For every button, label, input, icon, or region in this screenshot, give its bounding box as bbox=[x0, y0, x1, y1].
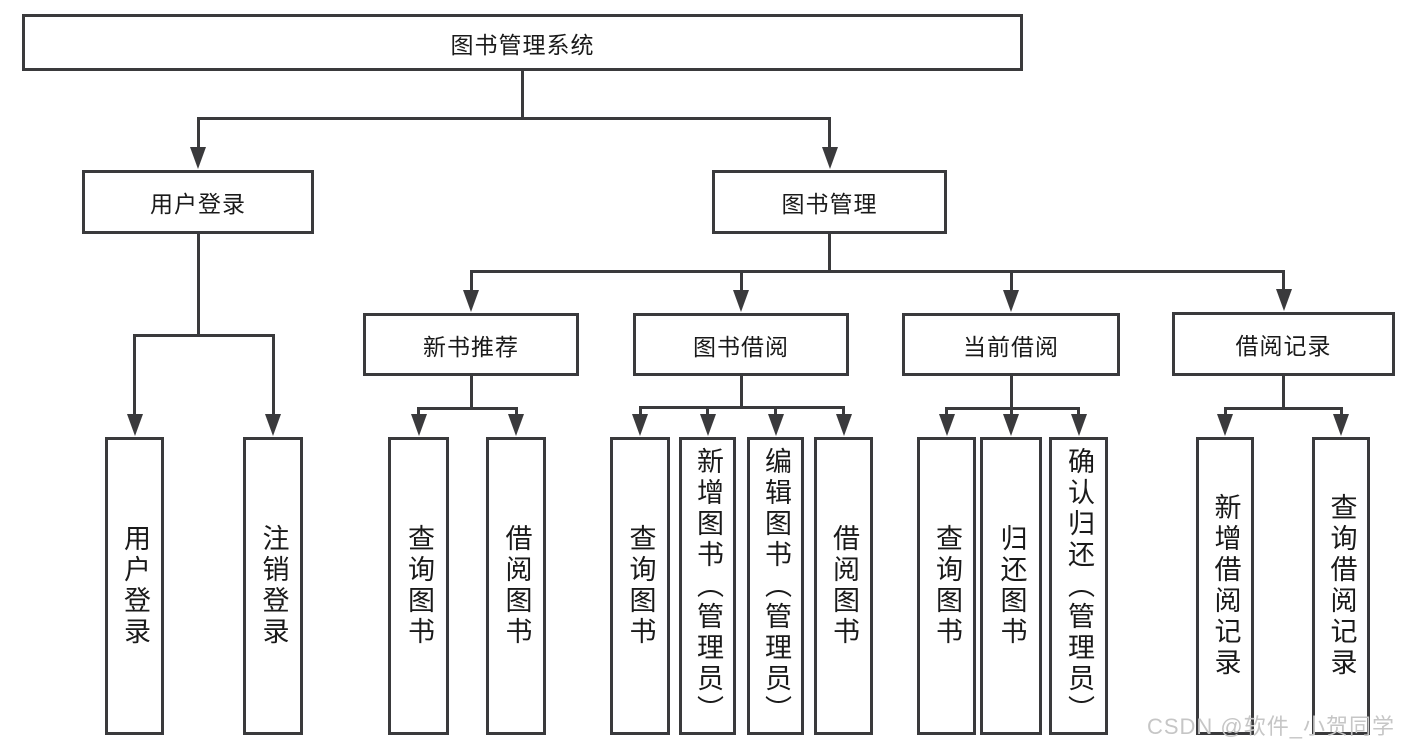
arrowhead-bb-edit-books bbox=[767, 414, 784, 436]
arrowhead-rec-borrow-books bbox=[508, 414, 524, 436]
node-label-bb-edit-books: 编辑图书（管理员） bbox=[761, 446, 791, 726]
node-cb-return-books: 归还图书 bbox=[980, 437, 1042, 735]
connector-branch-borrow-records bbox=[1282, 271, 1285, 294]
arrowhead-new-book-rec bbox=[463, 290, 479, 312]
connector-stem-book-mgmt bbox=[828, 233, 831, 273]
connector-branch-book-borrow bbox=[739, 271, 743, 295]
node-label-rc-add-record: 新增借阅记录 bbox=[1210, 493, 1241, 679]
arrowhead-book-mgmt bbox=[821, 147, 838, 169]
node-logout: 注销登录 bbox=[243, 437, 303, 735]
node-root: 图书管理系统 bbox=[22, 14, 1023, 71]
node-current-borrow: 当前借阅 bbox=[902, 313, 1120, 376]
arrowhead-user-login bbox=[190, 147, 206, 169]
node-cb-confirm-return: 确认归还（管理员） bbox=[1049, 437, 1108, 735]
connector-branch-bb-borrow-books bbox=[842, 407, 845, 419]
node-label-cb-confirm-return: 确认归还（管理员） bbox=[1064, 446, 1094, 726]
node-label-rec-borrow-books: 借阅图书 bbox=[501, 524, 532, 648]
node-rc-add-record: 新增借阅记录 bbox=[1196, 437, 1254, 735]
arrowhead-current-borrow bbox=[1003, 290, 1019, 312]
connector-branch-rc-add-record bbox=[1223, 408, 1227, 419]
connector-rail-book-borrow bbox=[638, 405, 845, 409]
node-label-cb-query-books: 查询图书 bbox=[932, 524, 962, 648]
node-label-logout: 注销登录 bbox=[258, 524, 289, 648]
node-label-borrow-records: 借阅记录 bbox=[1235, 333, 1332, 359]
connector-stem-borrow-records bbox=[1282, 375, 1285, 410]
connector-branch-rc-query-record bbox=[1339, 408, 1343, 419]
arrowhead-cb-return-books bbox=[1003, 414, 1019, 436]
connector-branch-new-book-rec bbox=[469, 271, 473, 295]
arrowhead-bb-add-books bbox=[699, 414, 716, 436]
arrowhead-rc-add-record bbox=[1217, 414, 1233, 436]
connector-branch-current-borrow bbox=[1009, 271, 1013, 295]
node-new-book-rec: 新书推荐 bbox=[363, 313, 579, 376]
connector-branch-rec-borrow-books bbox=[514, 408, 518, 419]
arrowhead-rc-query-record bbox=[1333, 414, 1349, 436]
connector-branch-bb-query-books bbox=[638, 407, 642, 419]
connector-branch-cb-return-books bbox=[1009, 408, 1013, 419]
node-rec-query-books: 查询图书 bbox=[388, 437, 449, 735]
node-rc-query-record: 查询借阅记录 bbox=[1312, 437, 1370, 735]
connector-branch-book-mgmt bbox=[828, 118, 831, 152]
arrowhead-bb-borrow-books bbox=[835, 414, 852, 436]
connector-rail-borrow-records bbox=[1223, 406, 1343, 410]
connector-stem-root bbox=[521, 70, 524, 120]
connector-rail-new-book-rec bbox=[417, 406, 518, 410]
node-bb-query-books: 查询图书 bbox=[610, 437, 670, 735]
connector-stem-current-borrow bbox=[1009, 375, 1013, 410]
connector-branch-cb-confirm-return bbox=[1077, 408, 1080, 419]
connector-stem-new-book-rec bbox=[469, 375, 473, 410]
connector-rail-current-borrow bbox=[945, 406, 1080, 410]
node-label-rec-query-books: 查询图书 bbox=[404, 524, 434, 648]
connector-rail-user-login bbox=[133, 333, 275, 337]
arrowhead-logout bbox=[265, 414, 281, 436]
node-label-book-mgmt: 图书管理 bbox=[781, 191, 878, 217]
node-user-login: 用户登录 bbox=[82, 170, 314, 234]
node-label-current-borrow: 当前借阅 bbox=[963, 333, 1059, 360]
arrowhead-borrow-records bbox=[1275, 289, 1292, 311]
connector-stem-user-login bbox=[196, 233, 200, 337]
arrowhead-cb-query-books bbox=[938, 414, 955, 436]
node-label-bb-add-books: 新增图书（管理员） bbox=[693, 446, 723, 726]
arrowhead-bb-query-books bbox=[632, 414, 648, 436]
node-label-login: 用户登录 bbox=[120, 524, 150, 648]
node-cb-query-books: 查询图书 bbox=[917, 437, 976, 735]
node-label-bb-borrow-books: 借阅图书 bbox=[829, 524, 859, 648]
connector-branch-login bbox=[133, 335, 136, 419]
node-label-rc-query-record: 查询借阅记录 bbox=[1326, 493, 1357, 679]
node-label-book-borrow: 图书借阅 bbox=[693, 333, 789, 360]
node-bb-add-books: 新增图书（管理员） bbox=[679, 437, 736, 735]
node-label-bb-query-books: 查询图书 bbox=[625, 524, 656, 648]
connector-branch-bb-add-books bbox=[706, 407, 709, 419]
connector-branch-cb-query-books bbox=[945, 408, 948, 419]
connector-rail-root bbox=[196, 116, 831, 120]
arrowhead-cb-confirm-return bbox=[1070, 414, 1087, 436]
connector-branch-rec-query-books bbox=[417, 408, 420, 419]
node-label-root: 图书管理系统 bbox=[450, 31, 595, 58]
node-login: 用户登录 bbox=[105, 437, 164, 735]
arrowhead-book-borrow bbox=[733, 290, 749, 312]
node-book-borrow: 图书借阅 bbox=[633, 313, 849, 376]
connector-branch-user-login bbox=[196, 118, 200, 152]
node-label-user-login: 用户登录 bbox=[150, 191, 246, 217]
node-bb-edit-books: 编辑图书（管理员） bbox=[747, 437, 804, 735]
connector-branch-logout bbox=[271, 335, 275, 419]
node-borrow-records: 借阅记录 bbox=[1172, 312, 1395, 376]
connector-branch-bb-edit-books bbox=[774, 407, 777, 419]
arrowhead-login bbox=[126, 414, 143, 436]
node-rec-borrow-books: 借阅图书 bbox=[486, 437, 546, 735]
node-book-mgmt: 图书管理 bbox=[712, 170, 947, 234]
node-bb-borrow-books: 借阅图书 bbox=[814, 437, 873, 735]
connector-rail-book-mgmt bbox=[469, 269, 1285, 273]
node-label-cb-return-books: 归还图书 bbox=[996, 524, 1027, 648]
watermark: CSDN @软件_小贺同学 bbox=[1146, 714, 1395, 739]
node-label-new-book-rec: 新书推荐 bbox=[423, 333, 519, 360]
arrowhead-rec-query-books bbox=[410, 414, 427, 436]
connector-stem-book-borrow bbox=[739, 375, 743, 409]
